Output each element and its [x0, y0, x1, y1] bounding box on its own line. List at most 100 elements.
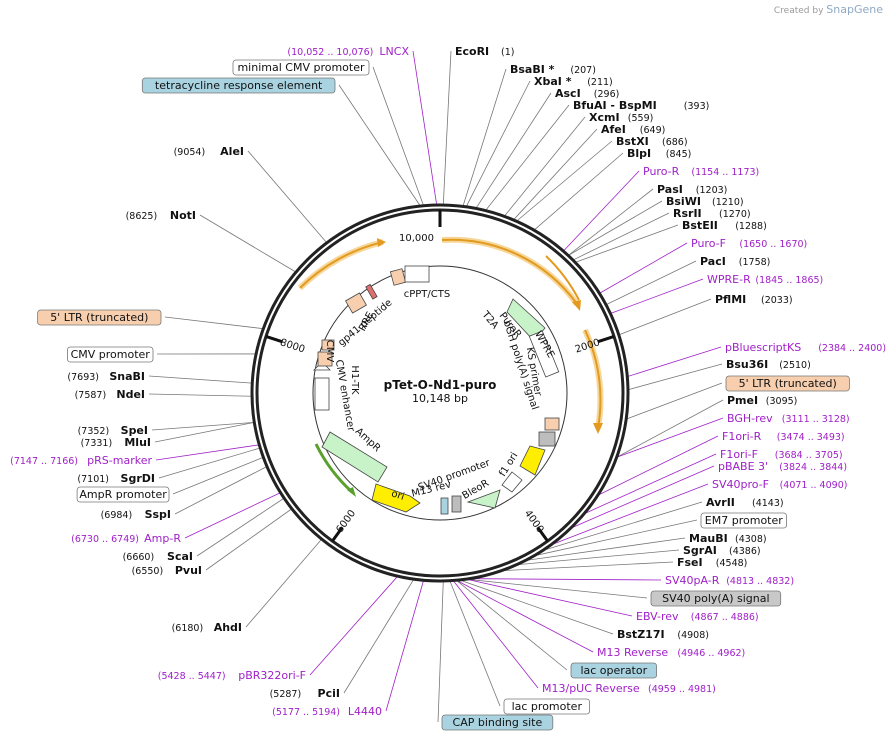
- site-position: (7693): [67, 372, 99, 383]
- primer-name: M13 Reverse: [597, 646, 668, 659]
- right-label-rsrii: RsrII(1270): [673, 207, 751, 220]
- leader-line: [158, 447, 261, 479]
- right-label-sv40pro-f: SV40pro-F(4071 .. 4090): [712, 478, 847, 491]
- right-label-wpre-r: WPRE-R(1845 .. 1865): [707, 273, 823, 286]
- right-label-sv40-poly-a-signal: SV40 poly(A) signal: [650, 590, 782, 607]
- site-position: (4548): [716, 558, 748, 569]
- snapgene-logo: SnapGene: [826, 3, 883, 16]
- leader-line: [542, 501, 703, 552]
- primer-name: SV40pro-F: [712, 478, 769, 491]
- enzyme-name: MauBI: [689, 532, 728, 545]
- site-position: (7331): [81, 438, 113, 449]
- right-label-paci: PacI(1758): [700, 255, 770, 268]
- leader-line: [459, 579, 614, 635]
- left-label-tetracycline-response-element: tetracycline response element: [141, 77, 336, 94]
- leader-line: [385, 580, 424, 712]
- bleor-feature: [466, 489, 501, 509]
- leader-line: [148, 393, 253, 397]
- enzyme-name: ScaI: [167, 550, 193, 563]
- leader-line: [196, 497, 285, 557]
- site-position: (2510): [779, 360, 811, 371]
- outer-orange-features: [297, 236, 604, 497]
- leader-line: [247, 150, 328, 244]
- site-position: (7147 .. 7166): [10, 456, 78, 467]
- site-position: (4908): [677, 630, 709, 641]
- leader-line: [245, 538, 322, 628]
- feature-box: [141, 77, 336, 94]
- enzyme-name: FseI: [677, 556, 703, 569]
- left-label-5-ltr-truncated: 5' LTR (truncated): [37, 309, 162, 326]
- leader-line: [605, 260, 697, 306]
- site-position: (4959 .. 4981): [648, 684, 716, 695]
- bgh-feature: [538, 431, 556, 447]
- leader-line: [442, 50, 452, 206]
- primer-name: L4440: [348, 705, 382, 718]
- leader-line: [570, 465, 715, 529]
- right-label-f1ori-r: F1ori-R(3474 .. 3493): [722, 430, 845, 443]
- snapgene-credit: Created by SnapGene: [774, 3, 883, 16]
- site-position: (3095): [766, 396, 798, 407]
- leader-line: [452, 580, 539, 689]
- primer-name: F1ori-R: [722, 430, 762, 443]
- ring-tick-mark: [331, 526, 344, 542]
- left-label-amp-r: Amp-R(6730 .. 6749): [71, 532, 181, 545]
- inner-feature-ring: [312, 265, 568, 521]
- enzyme-name: SnaBI: [109, 370, 145, 383]
- primer-name: LNCX: [379, 45, 409, 58]
- leader-line: [338, 84, 421, 207]
- left-label-spei: SpeI (7352): [78, 424, 148, 437]
- primer-name: Puro-F: [691, 237, 726, 250]
- leader-line: [372, 66, 424, 206]
- right-label-bsiwi: BsiWI(1210): [666, 195, 744, 208]
- feature-box: [37, 309, 162, 326]
- leader-line: [513, 128, 598, 221]
- leader-line: [412, 50, 438, 206]
- right-label-cap-binding-site: CAP binding site: [441, 714, 554, 731]
- site-position: (7352): [78, 426, 110, 437]
- enzyme-name: MluI: [124, 436, 151, 449]
- right-label-puro-f: Puro-F(1650 .. 1670): [691, 237, 807, 250]
- site-position: (9054): [174, 147, 206, 158]
- enzyme-name: SpeI: [121, 424, 148, 437]
- right-label-fsei: FseI (4548): [677, 556, 747, 569]
- leader-line: [205, 508, 293, 571]
- right-label-asci: AscI(296): [555, 87, 619, 100]
- right-label-sgrai: SgrAI(4386): [683, 544, 761, 557]
- site-position: (5287): [270, 689, 302, 700]
- ring-tick-mark: [536, 526, 549, 542]
- left-label-ampr-promoter: AmpR promoter: [76, 486, 170, 503]
- ring-tick-mark: [597, 335, 615, 344]
- site-position: (3111 .. 3128): [782, 414, 850, 425]
- em7-feature: [501, 471, 523, 493]
- enzyme-name: RsrII: [673, 207, 702, 220]
- leader-line: [627, 346, 722, 377]
- site-position: (4867 .. 4886): [691, 612, 759, 623]
- site-position: (3824 .. 3844): [779, 462, 847, 473]
- primer-name: WPRE-R: [707, 273, 751, 286]
- leader-line: [627, 363, 723, 391]
- leader-line: [616, 399, 724, 458]
- feature-box: [700, 512, 787, 529]
- left-label-snabi: SnaBI (7693): [67, 370, 145, 383]
- primer-name: pBR322ori-F: [238, 669, 306, 682]
- right-label-lac-operator: lac operator: [570, 662, 657, 679]
- site-position: (393): [684, 101, 710, 112]
- leader-line: [184, 492, 281, 539]
- site-position: (1210): [712, 197, 744, 208]
- backbone-ring-outer: [250, 203, 630, 583]
- right-label-pbluescriptks: pBluescriptKS(2384 .. 2400): [725, 341, 886, 354]
- enzyme-name: PflMI: [715, 293, 746, 306]
- site-position: (1288): [735, 221, 767, 232]
- leader-line: [466, 578, 633, 617]
- feature-box-label: 5' LTR (truncated): [739, 377, 837, 390]
- leader-line: [164, 316, 264, 330]
- right-label-bfuai-bspmi: BfuAI - BspMI(393): [573, 99, 709, 112]
- site-position: (4386): [729, 546, 761, 557]
- right-label-m13-reverse: M13 Reverse(4946 .. 4962): [597, 646, 745, 659]
- right-label-5-ltr-truncated: 5' LTR (truncated): [725, 375, 850, 392]
- cmv-feature: [317, 351, 333, 367]
- right-label-bsteii: BstEII(1288): [682, 219, 767, 232]
- leader-line: [343, 578, 415, 694]
- site-position: (1758): [739, 257, 771, 268]
